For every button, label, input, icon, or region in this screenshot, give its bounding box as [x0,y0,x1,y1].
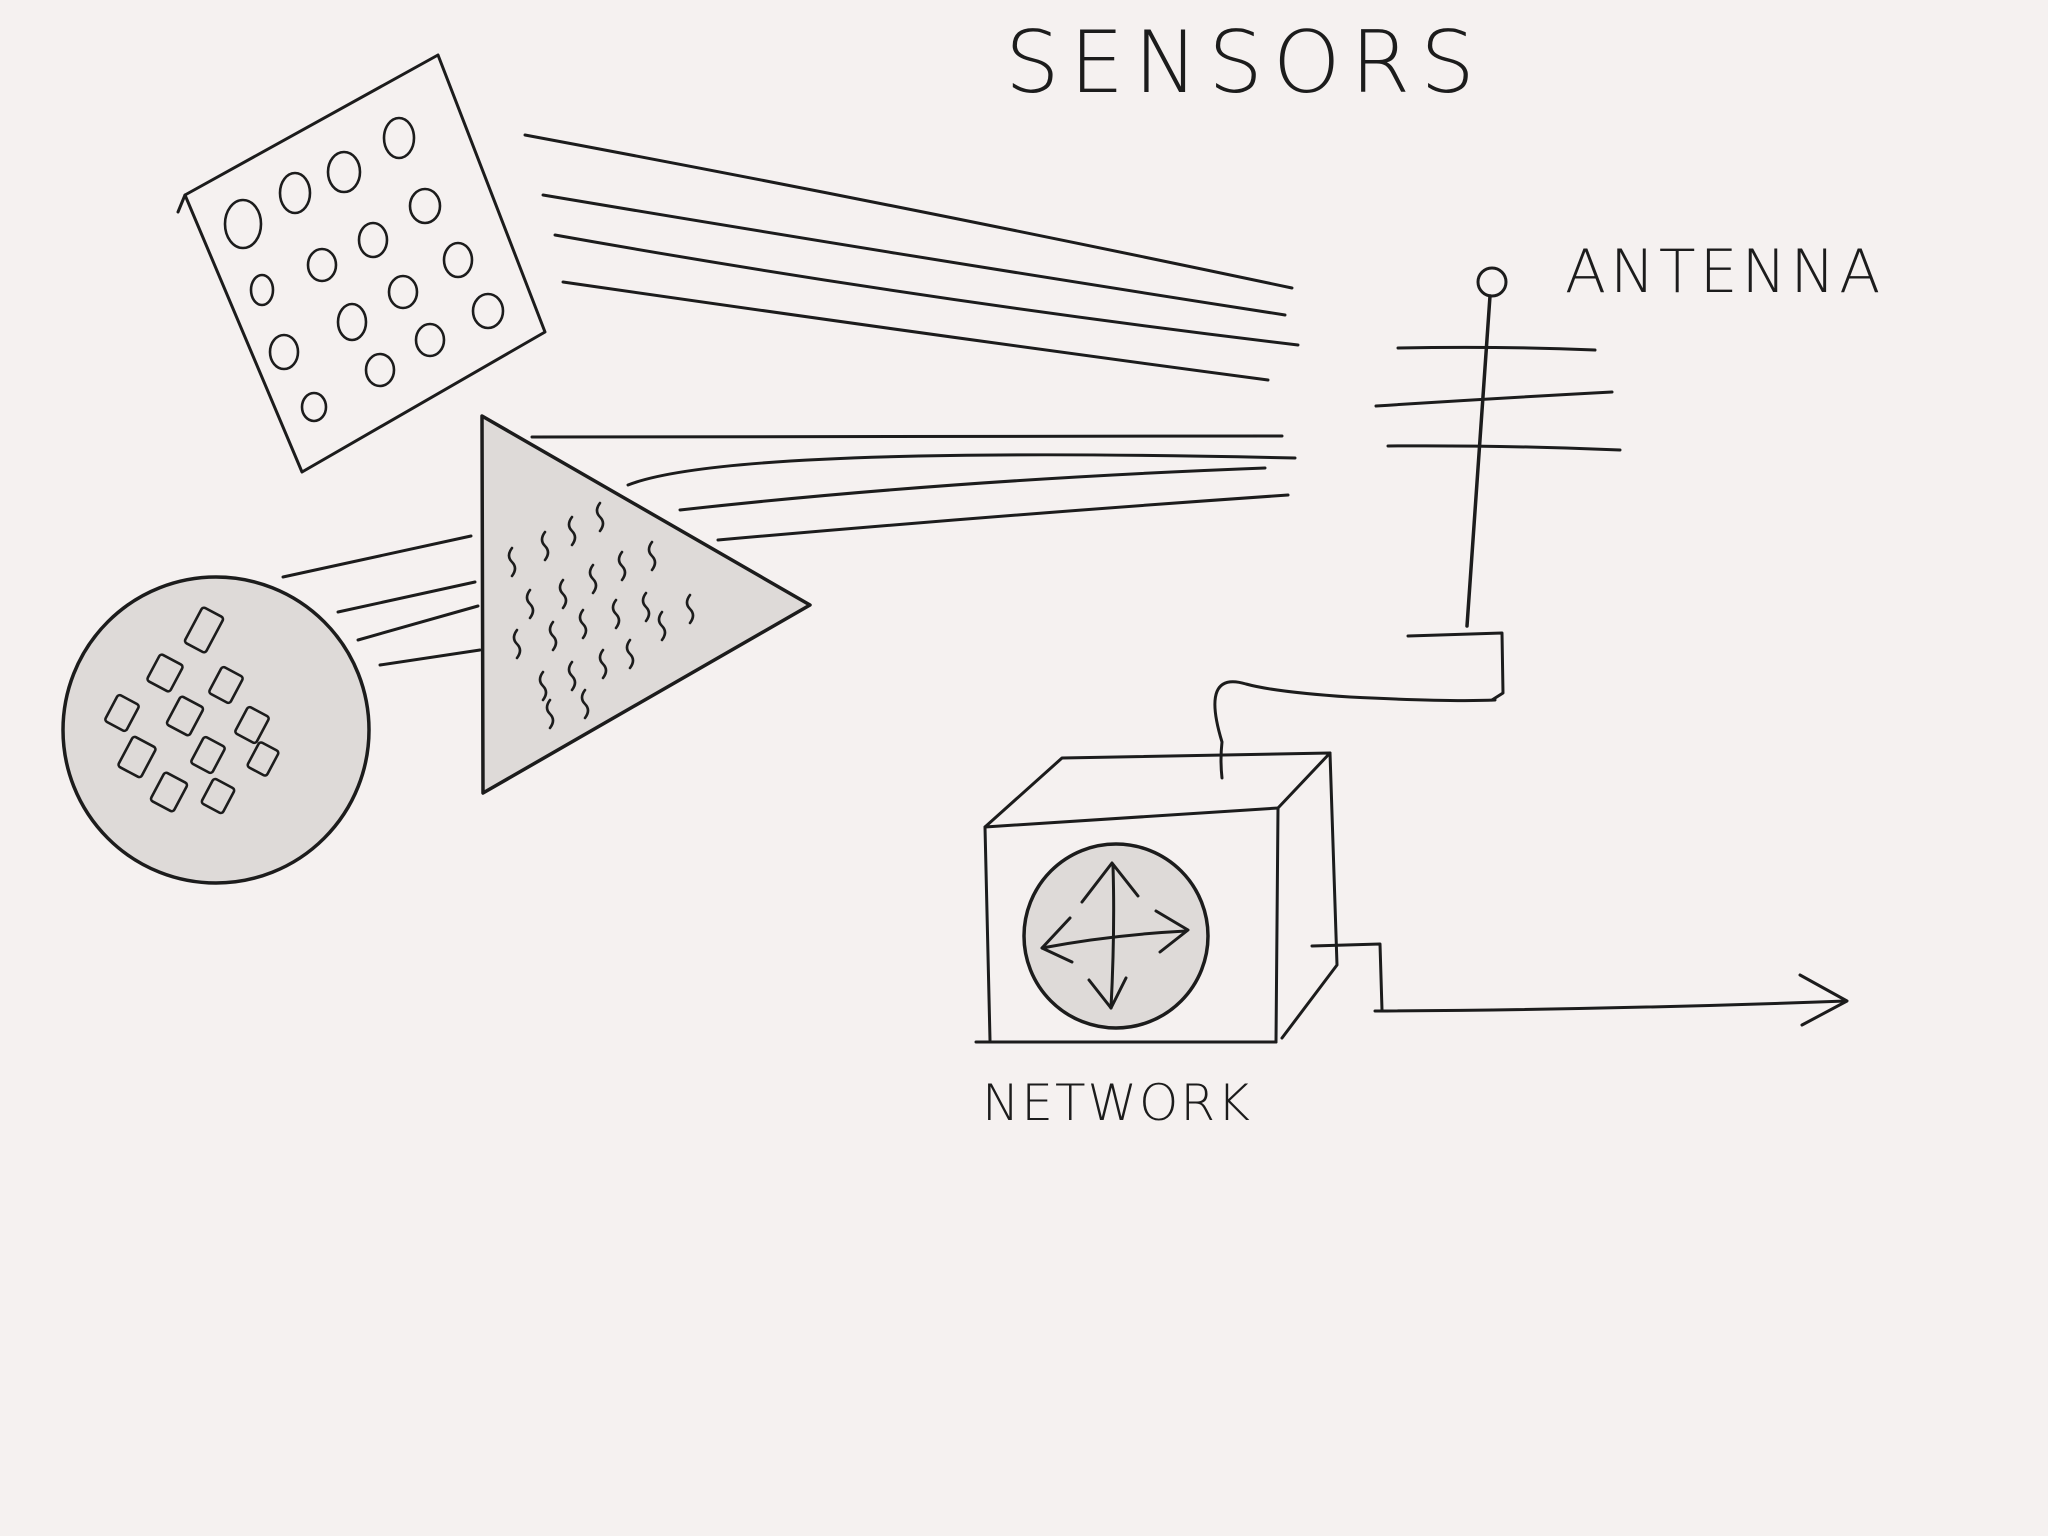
antenna-element-middle [1374,390,1614,408]
triangle-wave-marks [507,501,695,730]
network-label: NETWORK [982,1074,1252,1132]
antenna-label: ANTENNA [1565,237,1884,307]
circle-sensor-links [281,534,482,667]
circle-square-marks [104,606,280,815]
triangle-sensor [480,414,812,795]
square-sensor [176,53,547,474]
network-output-arrow [1310,942,1849,1027]
antenna-base [1406,631,1505,702]
circle-sensor [61,575,371,885]
antenna-tip [1476,266,1508,298]
network-box [974,751,1339,1044]
antenna [1374,266,1622,702]
sensor-dots [223,116,505,423]
antenna-element-top [1396,345,1597,352]
antenna-element-bottom [1386,444,1622,452]
antenna-mast [1465,294,1492,628]
four-way-arrows-icon [1040,861,1190,1010]
antenna-cable [1213,680,1497,780]
diagram-title: SENSORS [1005,13,1485,113]
square-sensor-links [523,133,1300,382]
triangle-sensor-links [530,434,1297,542]
